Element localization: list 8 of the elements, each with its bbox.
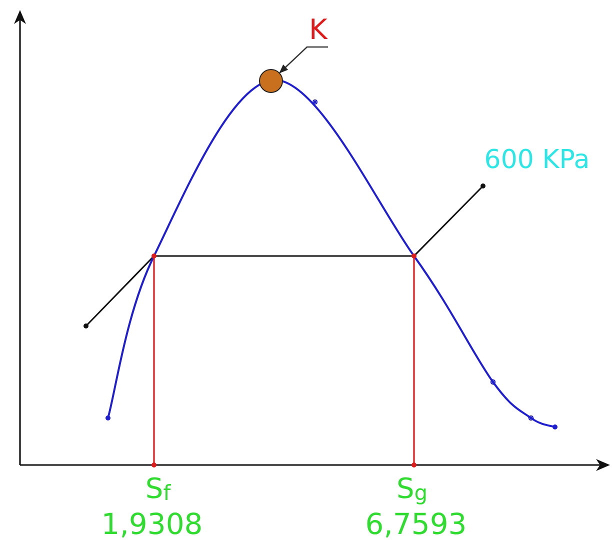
entropy-value: 6,7593 xyxy=(365,510,467,539)
entropy-symbol: S$_{f}$ xyxy=(145,475,171,503)
leader-line xyxy=(279,46,328,74)
entropy-symbol: S$_{g}$ xyxy=(396,475,428,503)
entropy-value: 1,9308 xyxy=(101,510,203,539)
pressure-label: 600 KPa xyxy=(484,147,590,173)
critical-point-marker xyxy=(259,69,283,93)
point-label: K xyxy=(309,16,328,44)
